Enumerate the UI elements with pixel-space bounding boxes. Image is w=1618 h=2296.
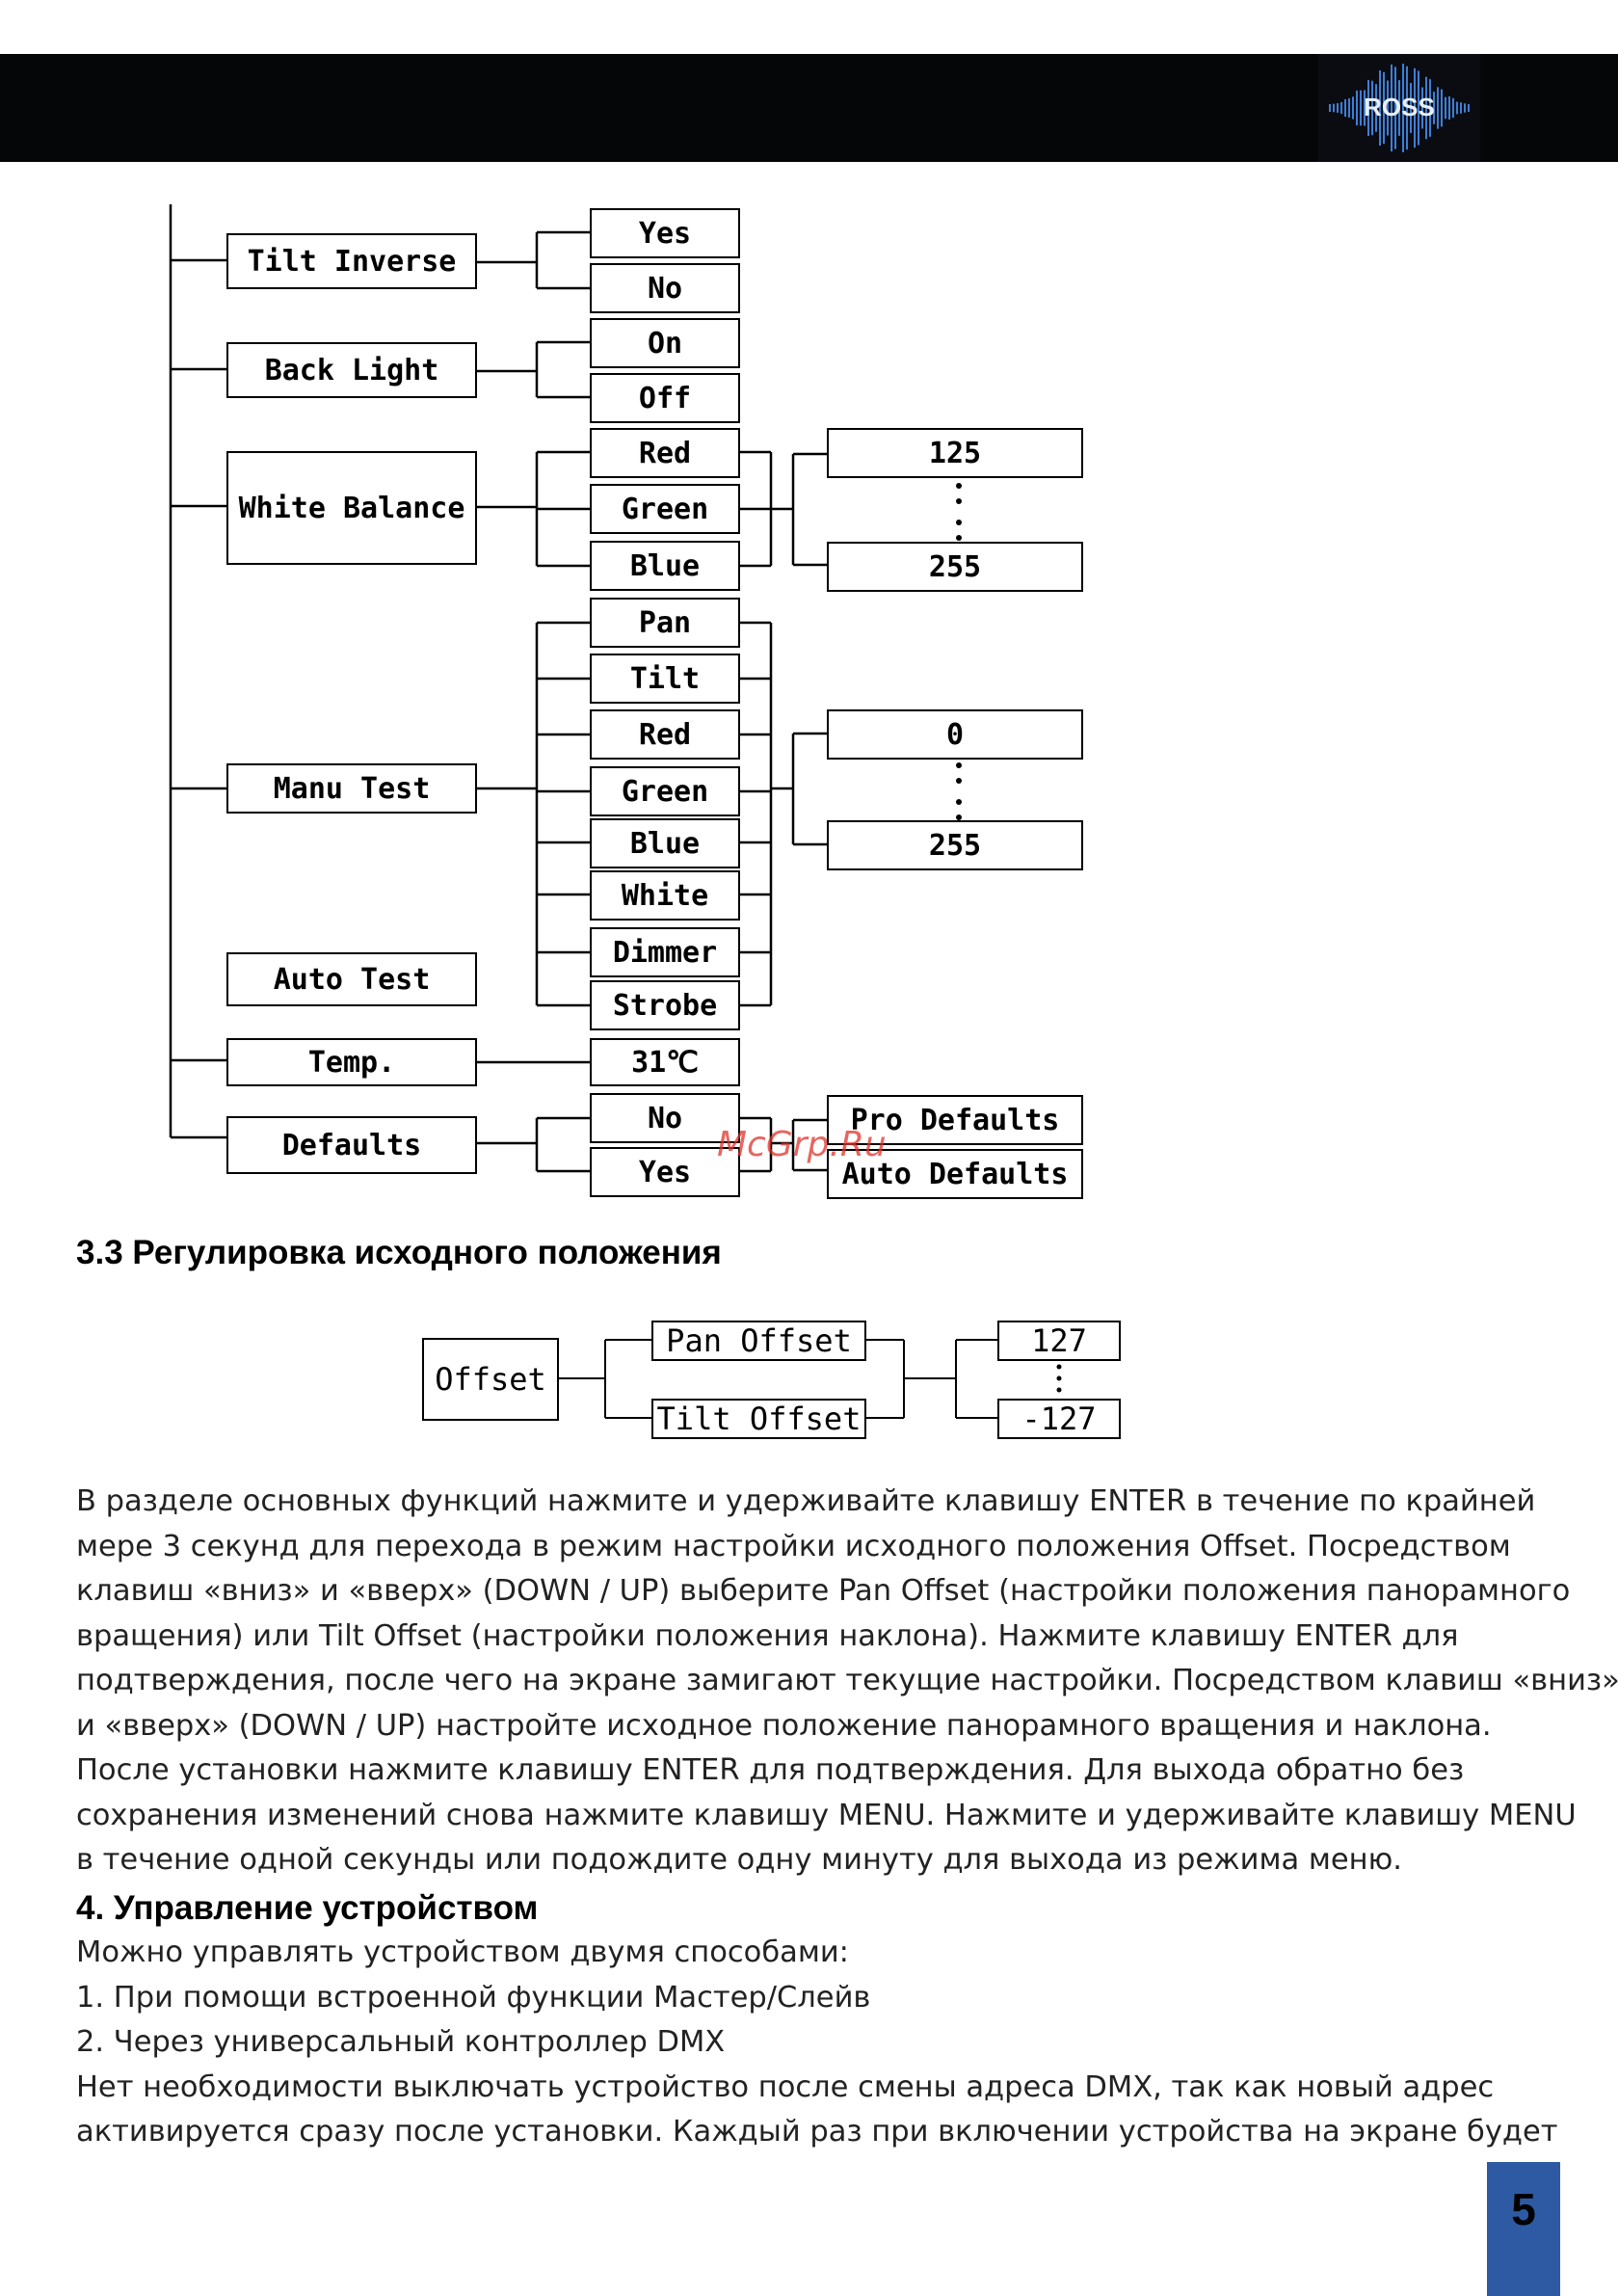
menu-node-white-balance: White Balance	[226, 451, 477, 565]
pro-defaults: Pro Defaults	[827, 1095, 1083, 1145]
text-line: вращения) или Tilt Offset (настройки пол…	[76, 1618, 1459, 1653]
text-line: мере 3 секунд для перехода в режим настр…	[76, 1529, 1511, 1563]
offset-max: 127	[997, 1321, 1121, 1361]
menu-node-defaults: Defaults	[226, 1116, 477, 1174]
option-strobe: Strobe	[590, 980, 740, 1030]
offset-min: -127	[997, 1399, 1121, 1439]
option-dimmer: Dimmer	[590, 927, 740, 977]
range-min: 255	[827, 542, 1083, 592]
option-blue: Blue	[590, 818, 740, 868]
menu-node-temp: Temp.	[226, 1038, 477, 1086]
option-off: Off	[590, 373, 740, 423]
option-yes: Yes	[590, 1147, 740, 1197]
option-green: Green	[590, 484, 740, 534]
option-red: Red	[590, 428, 740, 478]
option-pan: Pan	[590, 598, 740, 648]
waveform-graphic: ROSS	[0, 54, 1616, 162]
menu-node-tilt-inverse: Tilt Inverse	[226, 233, 477, 289]
text-line: активируется сразу после установки. Кажд…	[76, 2115, 1558, 2149]
offset-instructions: В разделе основных функций нажмите и уде…	[76, 1480, 1618, 1883]
option-red: Red	[590, 709, 740, 760]
brand-logo: ROSS	[1364, 93, 1435, 121]
offset-root: Offset	[422, 1338, 559, 1421]
menu-tree-diagram	[169, 204, 962, 1173]
page-number: 5	[1487, 2162, 1560, 2296]
control-methods: Можно управлять устройством двумя способ…	[76, 1931, 1579, 2155]
menu-node-auto-test: Auto Test	[226, 952, 477, 1006]
option-tilt: Tilt	[590, 654, 740, 704]
option-on: On	[590, 318, 740, 368]
range-max: 125	[827, 428, 1083, 478]
header-banner: ROSS	[0, 54, 1618, 162]
text-line: В разделе основных функций нажмите и уде…	[76, 1484, 1536, 1518]
tilt-offset: Tilt Offset	[651, 1399, 866, 1439]
option-white: White	[590, 870, 740, 921]
temp-value: 31℃	[590, 1038, 740, 1086]
text-line: Можно управлять устройством двумя способ…	[76, 1936, 849, 1969]
ellipsis-icon	[956, 483, 962, 820]
option-no: No	[590, 1093, 740, 1143]
range-max: 255	[827, 820, 1083, 870]
range-min: 0	[827, 709, 1083, 760]
text-line: Нет необходимости выключать устройство п…	[76, 2069, 1495, 2104]
watermark: McGrp.Ru	[717, 1125, 887, 1164]
text-line: в течение одной секунды или подождите од…	[76, 1843, 1402, 1877]
option-yes: Yes	[590, 208, 740, 258]
section-heading: 3.3 Регулировка исходного положения	[76, 1234, 722, 1271]
text-line: подтверждения, после чего на экране зами…	[76, 1664, 1618, 1697]
text-line: и «вверх» (DOWN / UP) настройте исходное…	[76, 1708, 1492, 1743]
text-line: клавиш «вниз» и «вверх» (DOWN / UP) выбе…	[76, 1574, 1571, 1608]
text-line: сохранения изменений снова нажмите клави…	[76, 1798, 1577, 1832]
text-line: После установки нажмите клавишу ENTER дл…	[76, 1753, 1465, 1787]
menu-node-manu-test: Manu Test	[226, 763, 477, 814]
section-heading: 4. Управление устройством	[76, 1889, 539, 1927]
option-blue: Blue	[590, 541, 740, 591]
pan-offset: Pan Offset	[651, 1321, 866, 1361]
option-no: No	[590, 263, 740, 313]
text-line: 1. При помощи встроенной функции Мастер/…	[76, 1980, 871, 2015]
text-line: 2. Через универсальный контроллер DMX	[76, 2025, 726, 2059]
menu-node-back-light: Back Light	[226, 342, 477, 398]
option-green: Green	[590, 766, 740, 816]
auto-defaults: Auto Defaults	[827, 1149, 1083, 1199]
